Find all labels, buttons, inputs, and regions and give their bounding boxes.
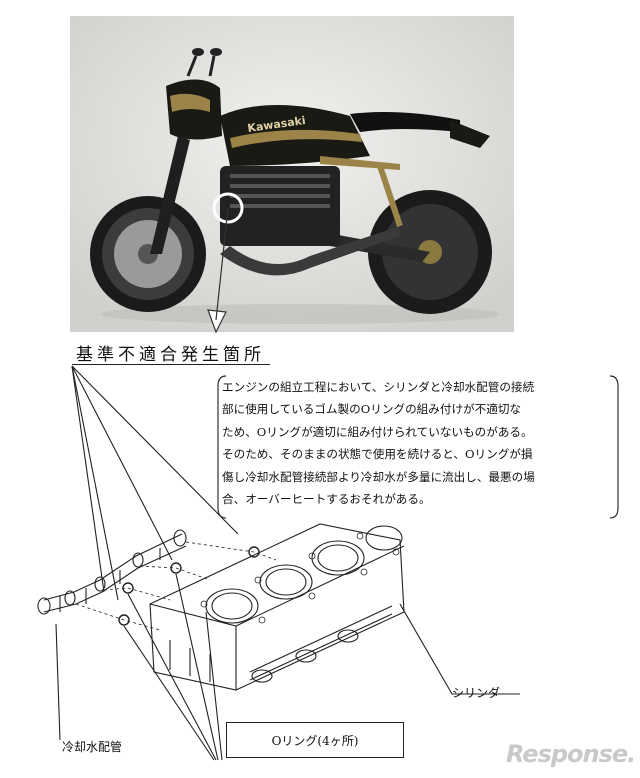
section-heading: 基準不適合発生箇所 xyxy=(76,345,265,365)
o-ring-label: Oリング(4ヶ所) xyxy=(226,722,404,758)
o-rings xyxy=(118,546,260,626)
cylinder-label: シリンダ xyxy=(452,686,501,700)
note-line: そのため、そのままの状態で使用を続けると、Oリングが損 xyxy=(222,447,533,462)
response-watermark: Response. xyxy=(506,740,636,768)
heading-underline xyxy=(72,364,270,365)
note-line: エンジンの組立工程において、シリンダと冷却水配管の接続 xyxy=(222,380,535,394)
defect-description: エンジンの組立工程において、シリンダと冷却水配管の接続 部に使用しているゴム製の… xyxy=(222,376,614,510)
note-line: ため、Oリングが適切に組み付けられていないものがある。 xyxy=(222,424,533,439)
cooling-pipe xyxy=(43,533,183,601)
cylinder-diagram xyxy=(37,365,520,761)
o-ring-label-text: Oリング(4ヶ所) xyxy=(271,733,359,748)
note-line: 傷し冷却水配管接続部より冷却水が多量に流出し、最悪の場 xyxy=(222,469,535,484)
note-line: 部に使用しているゴム製のOリングの組み付けが不適切な xyxy=(222,402,522,417)
leader-line xyxy=(71,365,119,601)
note-line: 合、オーバーヒートするおそれがある。 xyxy=(222,492,431,507)
front-wheel xyxy=(90,196,206,312)
motorcycle-photo: Kawasaki xyxy=(70,16,514,332)
cooling-pipe-label: 冷却水配管 xyxy=(62,740,123,754)
